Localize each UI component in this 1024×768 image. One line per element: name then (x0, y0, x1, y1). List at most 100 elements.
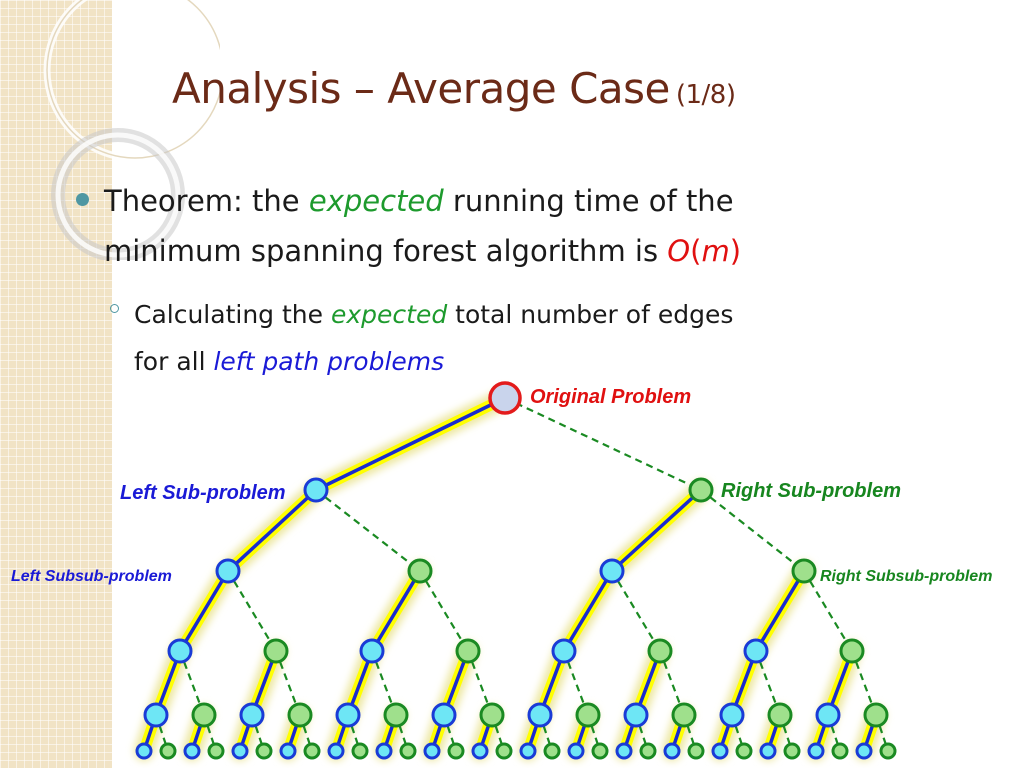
left-edge-root-R-L (610, 488, 703, 573)
node-right-root-L-R-R (455, 638, 481, 664)
node-right-root-R-L-R (647, 638, 673, 664)
node-left-root-R-L-L-R-L (567, 742, 585, 760)
node-right-root-R (688, 477, 714, 503)
node-right-root-R-L-L-R (575, 702, 601, 728)
theorem-paren-open: ( (690, 234, 702, 268)
node-left-root-R-R-L-L (719, 702, 745, 728)
node-left-root-L-L (215, 558, 241, 584)
node-left-root-R-R-R-L (815, 702, 841, 728)
theorem-big-o: O (667, 234, 691, 268)
node-right-root-R-R-R-R (863, 702, 889, 728)
theorem-text-line2: minimum spanning forest algorithm is (104, 234, 668, 268)
label-right-subsub-problem: Right Subsub-problem (820, 568, 992, 585)
node-left-root-R-L-R-L-L (615, 742, 633, 760)
node-right-root-L-R (407, 558, 433, 584)
theorem-text-pre: Theorem: the (104, 184, 309, 218)
left-edge-root-L (314, 396, 507, 492)
theorem-text-mid: running time of the (443, 184, 734, 218)
node-right-root-R-R-L-R (767, 702, 793, 728)
node-left-root-R-L-L-L (527, 702, 553, 728)
theorem-emph-expected: expected (308, 184, 444, 218)
node-left-root-L-L-L-L-L (135, 742, 153, 760)
left-edge-root-L-L-L (178, 569, 230, 653)
node-right-root-R-R-L-L-R (735, 742, 753, 760)
calc-emph-expected: expected (330, 300, 448, 329)
calc-emph-left-path: left path problems (213, 347, 445, 376)
node-left-root-R-L (599, 558, 625, 584)
node-left-root-L-R-R-R-L (471, 742, 489, 760)
node-right-root-R-R-R (839, 638, 865, 664)
node-left-root-L-R-L-L-L (327, 742, 345, 760)
right-edge-root-R-R (700, 489, 805, 572)
node-right-root-L-R-R-R (479, 702, 505, 728)
node-left-root-R-L-R-L (623, 702, 649, 728)
node-right-root-R-R-R-L-R (831, 742, 849, 760)
right-edge-root-L-L-R (227, 570, 277, 652)
node-right-root-R-R-R-R-R (879, 742, 897, 760)
node-right-root-L-R-R-L-R (447, 742, 465, 760)
node-left-root-R-R-L-R-L (759, 742, 777, 760)
left-edge-root-L-R-L (370, 569, 422, 653)
node-left-root-L-R-R-L-L (423, 742, 441, 760)
sub-bullet-ring-icon (110, 304, 119, 313)
node-right-root-L-R-L-R (383, 702, 409, 728)
node-left-root-L-L-R-L-L (231, 742, 249, 760)
node-right-root-L-L-L-R (191, 702, 217, 728)
right-edge-root-R-R-R (803, 570, 853, 652)
node-right-root-L-L-R-L-R (255, 742, 273, 760)
node-left-root-L-L-R-L (239, 702, 265, 728)
label-original-problem: Original Problem (530, 386, 691, 408)
node-right-root-L-R-L-R-R (399, 742, 417, 760)
node-right-root-R-L-L-R-R (591, 742, 609, 760)
theorem-m: m (701, 234, 730, 268)
node-left-root-L-R-L (359, 638, 385, 664)
node-left-root-R-L-R-R-L (663, 742, 681, 760)
node-left-root-R-L-L (551, 638, 577, 664)
node-right-root-R-R (791, 558, 817, 584)
node-root (488, 381, 522, 415)
node-left-root-L (303, 477, 329, 503)
bullet-dot-icon (76, 193, 89, 206)
right-edge-root-R-L-R (611, 570, 661, 652)
node-left-root-R-R-R-R-L (855, 742, 873, 760)
node-left-root-R-R-L-L-L (711, 742, 729, 760)
theorem-bullet: Theorem: the expected running time of th… (104, 176, 741, 276)
calc-text-pre: Calculating the (134, 300, 331, 329)
left-edge-root-R-R-L (754, 569, 806, 653)
node-left-root-R-R-L (743, 638, 769, 664)
node-left-root-R-L-L-L-L (519, 742, 537, 760)
node-right-root-L-L-L-L-R (159, 742, 177, 760)
node-right-root-R-L-R-R (671, 702, 697, 728)
calc-bullet: Calculating the expected total number of… (134, 291, 733, 385)
left-edge-root-L-L (226, 488, 318, 573)
left-edge-root-R-L-L (562, 569, 614, 653)
node-left-root-L-L-L-R-L (183, 742, 201, 760)
node-right-root-L-L-L-R-R (207, 742, 225, 760)
node-right-root-R-L-R-L-R (639, 742, 657, 760)
calc-text-mid: total number of edges (447, 300, 734, 329)
node-left-root-L-R-L-L (335, 702, 361, 728)
node-left-root-L-L-R-R-L (279, 742, 297, 760)
node-right-root-R-L-R-R-R (687, 742, 705, 760)
right-edge-root-L-R-R (419, 570, 469, 652)
label-left-subsub-problem: Left Subsub-problem (11, 568, 172, 585)
right-edge-root-R (504, 397, 702, 491)
node-right-root-R-L-L-L-R (543, 742, 561, 760)
node-right-root-L-R-L-L-R (351, 742, 369, 760)
theorem-paren-close: ) (729, 234, 742, 268)
slide-title-page: (1/8) (675, 80, 736, 110)
node-right-root-L-L-R (263, 638, 289, 664)
right-edge-root-L-R (315, 489, 421, 572)
node-left-root-L-L-L-L (143, 702, 169, 728)
node-right-root-R-R-L-R-R (783, 742, 801, 760)
node-left-root-L-R-R-L (431, 702, 457, 728)
node-left-root-L-R-L-R-L (375, 742, 393, 760)
label-left-sub-problem: Left Sub-problem (120, 482, 286, 504)
node-right-root-L-R-R-R-R (495, 742, 513, 760)
label-right-sub-problem: Right Sub-problem (721, 480, 901, 502)
slide-title-main: Analysis – Average Case (172, 64, 670, 113)
calc-text-line2: for all (134, 347, 214, 376)
node-right-root-L-L-R-R (287, 702, 313, 728)
node-right-root-L-L-R-R-R (303, 742, 321, 760)
